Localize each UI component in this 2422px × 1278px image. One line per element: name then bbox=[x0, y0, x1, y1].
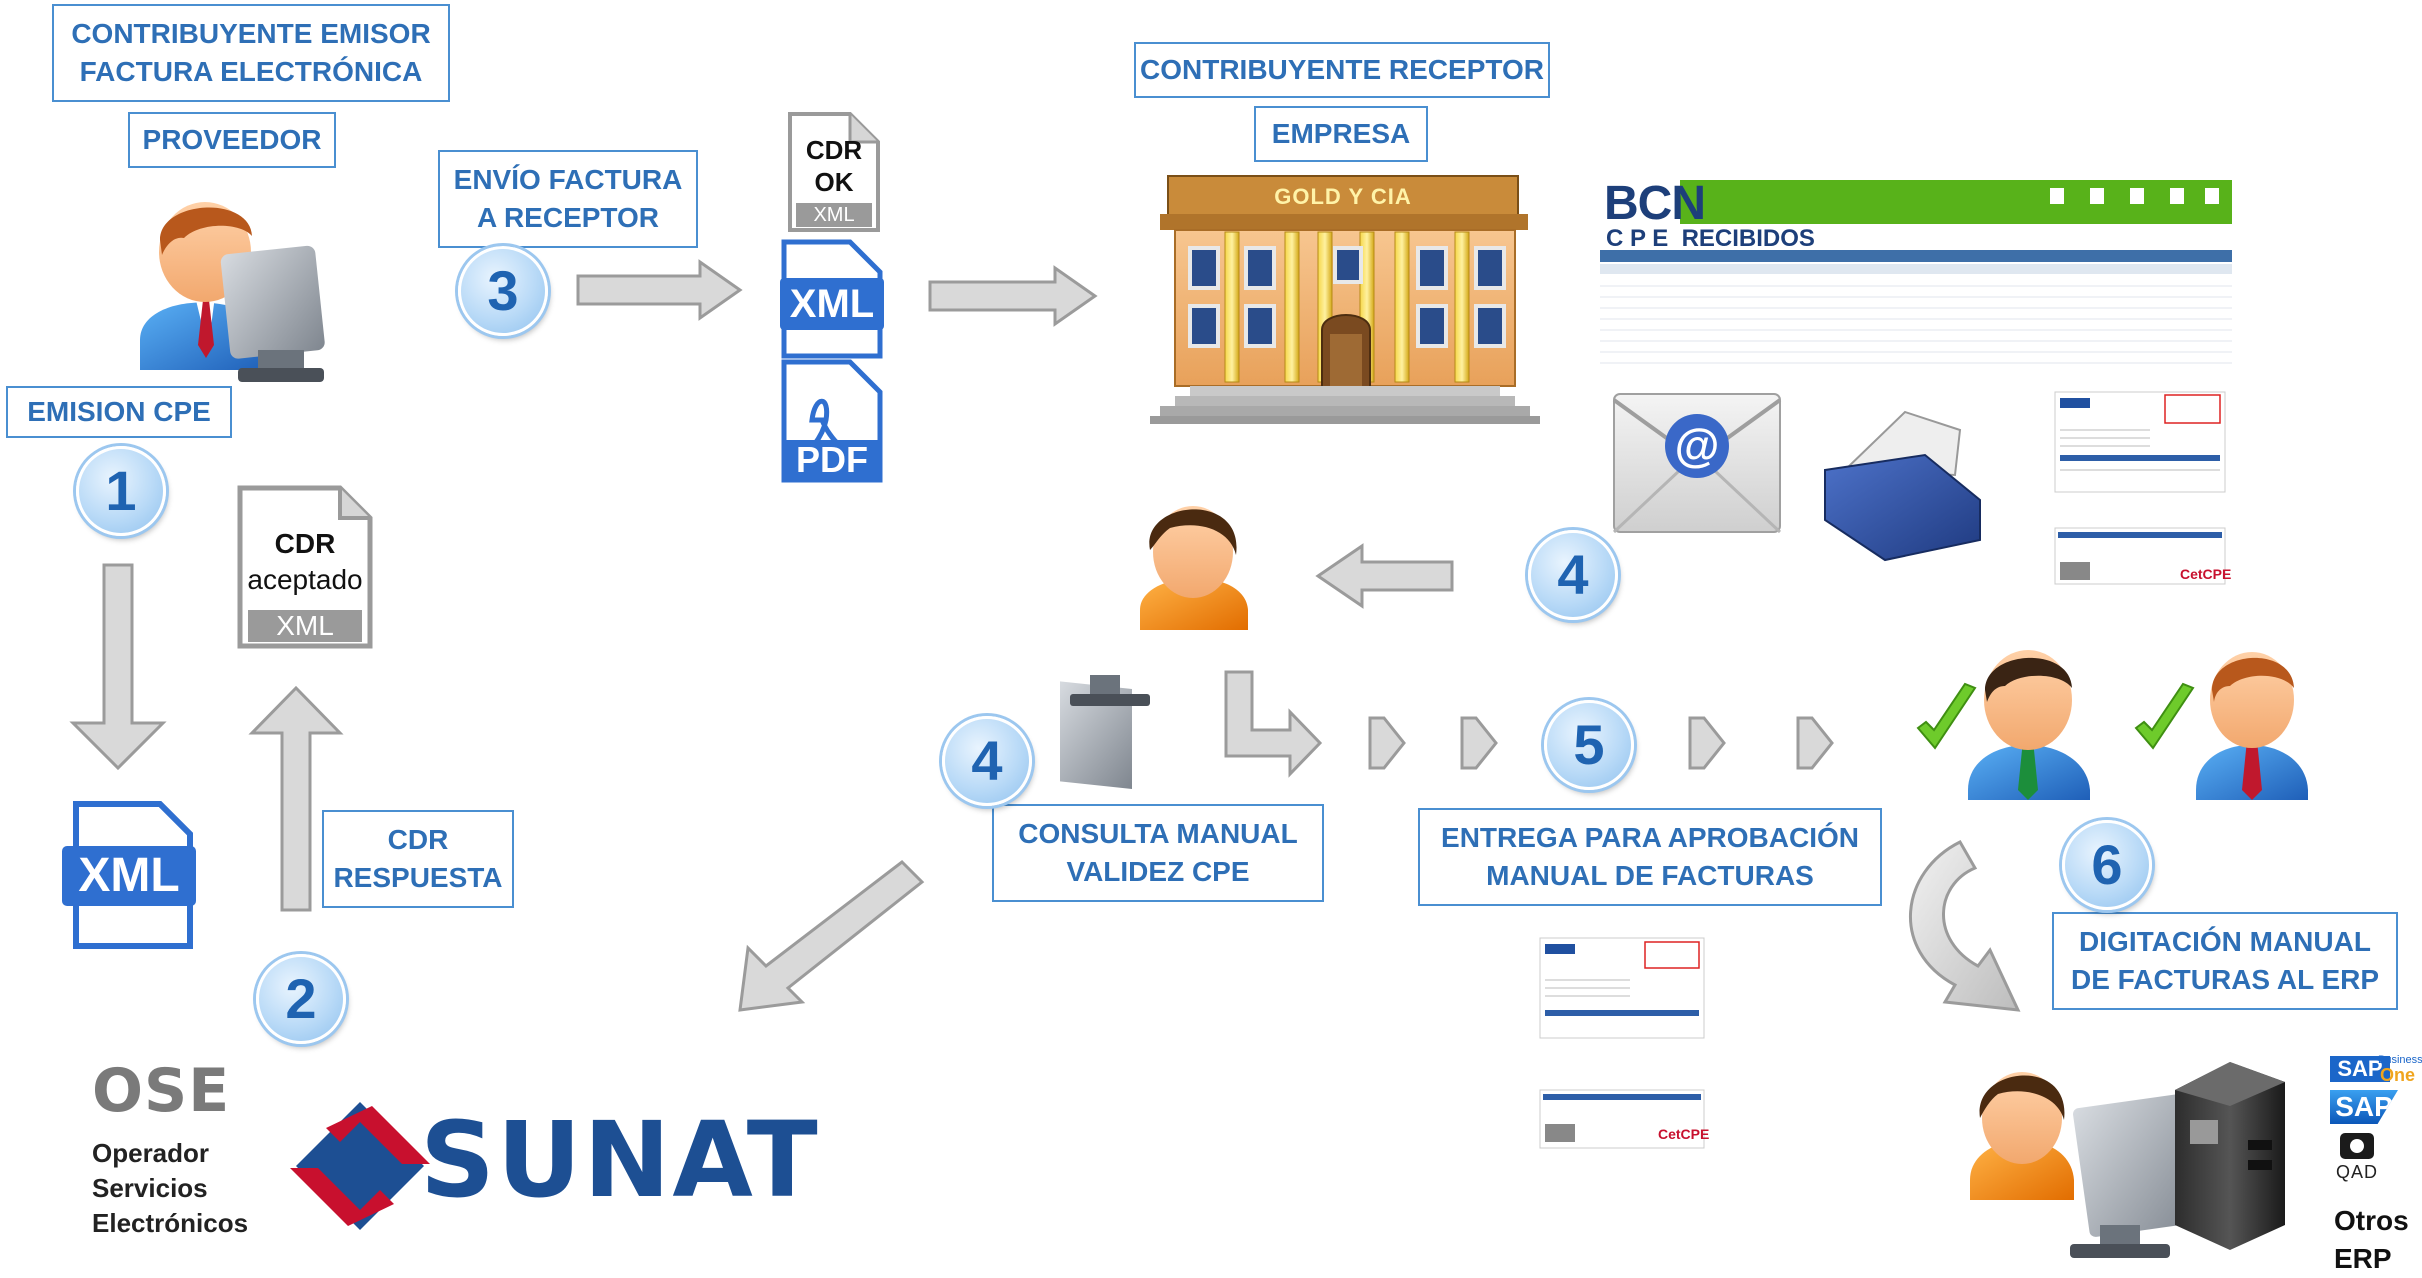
box-entrega-aprobacion: ENTREGA PARA APROBACIÓN MANUAL DE FACTUR… bbox=[1418, 808, 1882, 906]
arrow-diagonal-to-sunat bbox=[738, 860, 925, 1012]
box-line: CDR bbox=[387, 824, 449, 855]
arrow-left-to-receptor bbox=[1315, 543, 1454, 609]
arrow-curved-to-erp bbox=[1908, 840, 2021, 1012]
box-contribuyente-emisor: CONTRIBUYENTE EMISOR FACTURA ELECTRÓNICA bbox=[52, 4, 450, 102]
arrow-up-cdr bbox=[248, 685, 344, 912]
xml-document-large-icon bbox=[62, 801, 196, 949]
box-line: ENVÍO FACTURA bbox=[453, 164, 683, 195]
ose-line: Electrónicos bbox=[92, 1208, 249, 1238]
xml-label-top: XML bbox=[789, 282, 875, 326]
arrow-right-envio bbox=[576, 259, 743, 321]
invoice-thumbnail-top bbox=[2054, 391, 2226, 585]
pdf-label: PDF bbox=[796, 439, 868, 480]
check-1-icon bbox=[1916, 682, 1977, 750]
arrow-right-to-empresa bbox=[928, 265, 1098, 327]
check-2-icon bbox=[2134, 682, 2195, 750]
cetcpe-label-top: CetCPE bbox=[2180, 566, 2232, 582]
bcn-cpe-recibidos-screenshot bbox=[1600, 180, 2232, 370]
erp-operator-woman-icon bbox=[1970, 1072, 2074, 1200]
bcn-logo: BCN bbox=[1604, 177, 1706, 230]
ose-line: Servicios bbox=[92, 1173, 208, 1203]
sunat-logo-icon bbox=[290, 1102, 430, 1230]
step-2-badge: 2 bbox=[256, 954, 346, 1044]
box-line: MANUAL DE FACTURAS bbox=[1486, 860, 1814, 891]
cdr-ok-document-icon bbox=[788, 112, 880, 232]
cdr-aceptado-line: aceptado bbox=[247, 564, 363, 595]
step-1-badge: 1 bbox=[76, 446, 166, 536]
cdr-ok-line: CDR bbox=[805, 135, 863, 165]
cdr-ok-xml-tag: XML bbox=[813, 204, 855, 226]
building-sign: GOLD Y CIA bbox=[1274, 184, 1412, 209]
qad-logo-icon bbox=[2340, 1133, 2374, 1159]
email-at-symbol: @ bbox=[1674, 419, 1720, 471]
cetcpe-label-bottom: CetCPE bbox=[1658, 1126, 1710, 1142]
ose-line: Operador bbox=[92, 1138, 210, 1168]
box-line: CONSULTA MANUAL bbox=[1018, 818, 1298, 849]
arrow-down-emision bbox=[69, 563, 167, 771]
cdr-aceptado-xml-tag: XML bbox=[276, 610, 334, 641]
box-line: CONTRIBUYENTE EMISOR bbox=[71, 18, 431, 49]
box-line: ENTREGA PARA APROBACIÓN bbox=[1441, 822, 1859, 853]
sap-business-text: Business bbox=[2378, 1054, 2422, 1066]
otros-erp-label: Otros ERP bbox=[2334, 1202, 2409, 1278]
sunat-wordmark: SUNAT bbox=[420, 1099, 820, 1221]
step-3-badge: 3 bbox=[458, 246, 548, 336]
approver-1-person-icon bbox=[1968, 650, 2090, 800]
box-line: A RECEPTOR bbox=[476, 202, 660, 233]
company-building-icon bbox=[1150, 175, 1540, 424]
sap-b1-top: SAP bbox=[2337, 1056, 2383, 1081]
box-line: FACTURA ELECTRÓNICA bbox=[79, 56, 423, 87]
arrow-bent-down-right bbox=[1224, 670, 1323, 778]
box-envio-factura: ENVÍO FACTURA A RECEPTOR bbox=[438, 150, 698, 248]
bcn-title: C P E RECIBIDOS bbox=[1606, 226, 1815, 252]
provider-person-icon bbox=[140, 202, 325, 382]
approver-2-person-icon bbox=[2196, 652, 2308, 800]
bcn-title-cpe: C P E bbox=[1606, 225, 1669, 252]
bcn-title-recibidos: RECIBIDOS bbox=[1681, 225, 1815, 252]
invoice-thumbnail-bottom bbox=[1539, 937, 1705, 1149]
step-6-badge: 6 bbox=[2062, 820, 2152, 910]
box-cdr-respuesta: CDR RESPUESTA bbox=[322, 810, 514, 908]
erp-monitor-icon bbox=[2070, 1093, 2207, 1258]
chevron-arrows bbox=[1368, 716, 1834, 770]
step-4-badge-left: 4 bbox=[942, 716, 1032, 806]
ose-subtitle: Operador Servicios Electrónicos bbox=[92, 1136, 248, 1241]
cdr-aceptado-line: CDR bbox=[274, 528, 336, 559]
email-envelope-icon bbox=[1612, 393, 1782, 534]
box-consulta-manual: CONSULTA MANUAL VALIDEZ CPE bbox=[992, 804, 1324, 902]
box-line: PROVEEDOR bbox=[142, 124, 322, 155]
step-5-badge: 5 bbox=[1544, 700, 1634, 790]
cdr-ok-label: CDR OK bbox=[790, 134, 878, 198]
step-4-badge-right: 4 bbox=[1528, 530, 1618, 620]
box-line: DIGITACIÓN MANUAL bbox=[2079, 926, 2371, 957]
qad-logo-text: QAD bbox=[2335, 1162, 2378, 1182]
box-emision-cpe: EMISION CPE bbox=[6, 386, 232, 438]
box-contribuyente-receptor: CONTRIBUYENTE RECEPTOR bbox=[1134, 42, 1550, 98]
pdf-document-icon bbox=[781, 359, 883, 483]
box-digitacion-manual: DIGITACIÓN MANUAL DE FACTURAS AL ERP bbox=[2052, 912, 2398, 1010]
cdr-ok-line: OK bbox=[814, 167, 854, 197]
box-line: CONTRIBUYENTE RECEPTOR bbox=[1140, 54, 1544, 85]
box-proveedor: PROVEEDOR bbox=[128, 112, 336, 168]
otros-erp-line: ERP bbox=[2334, 1243, 2392, 1274]
box-empresa: EMPRESA bbox=[1254, 106, 1428, 162]
box-line: EMISION CPE bbox=[27, 396, 211, 427]
box-line: EMPRESA bbox=[1271, 118, 1411, 149]
otros-erp-line: Otros bbox=[2334, 1205, 2409, 1236]
server-icon bbox=[2175, 1062, 2285, 1250]
xml-document-icon bbox=[780, 239, 884, 359]
box-line: DE FACTURAS AL ERP bbox=[2070, 964, 2380, 995]
receptor-woman-icon bbox=[1060, 506, 1248, 789]
sap-one-text: One bbox=[2380, 1065, 2416, 1085]
sap-business-one-logo: SAP bbox=[2330, 1056, 2390, 1082]
box-line: VALIDEZ CPE bbox=[1066, 856, 1250, 887]
box-line: RESPUESTA bbox=[333, 862, 503, 893]
cdr-aceptado-document-icon bbox=[237, 485, 373, 649]
xml-label-large: XML bbox=[78, 849, 180, 902]
cdr-aceptado-label: CDR aceptado bbox=[240, 526, 370, 598]
ose-title: OSE bbox=[92, 1056, 231, 1126]
